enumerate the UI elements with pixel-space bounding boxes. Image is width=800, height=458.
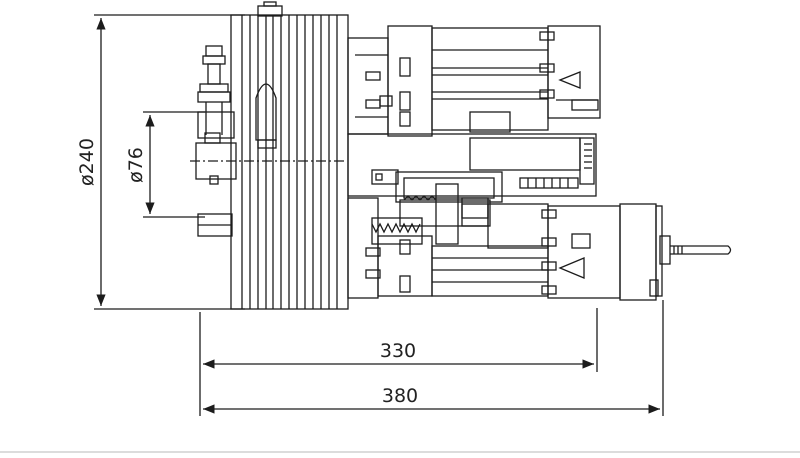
length-380-label: 380 bbox=[382, 385, 418, 407]
dimension-length-330: 330 bbox=[199, 308, 598, 416]
control-board bbox=[347, 133, 597, 197]
power-cable bbox=[670, 245, 732, 255]
lower-motor-assembly bbox=[347, 197, 671, 301]
shaft-diameter-label: ø76 bbox=[125, 147, 147, 183]
hub-bracket bbox=[195, 45, 237, 237]
pulley-drum bbox=[190, 1, 349, 310]
drum-diameter-label: ø240 bbox=[76, 138, 98, 186]
upper-motor-assembly bbox=[347, 25, 601, 137]
dimension-shaft-diameter: ø76 bbox=[125, 111, 205, 218]
dimension-drum-diameter: ø240 bbox=[76, 14, 245, 310]
gearbox bbox=[371, 171, 503, 245]
length-330-label: 330 bbox=[380, 340, 416, 362]
dimension-length-380: 380 bbox=[203, 300, 664, 416]
